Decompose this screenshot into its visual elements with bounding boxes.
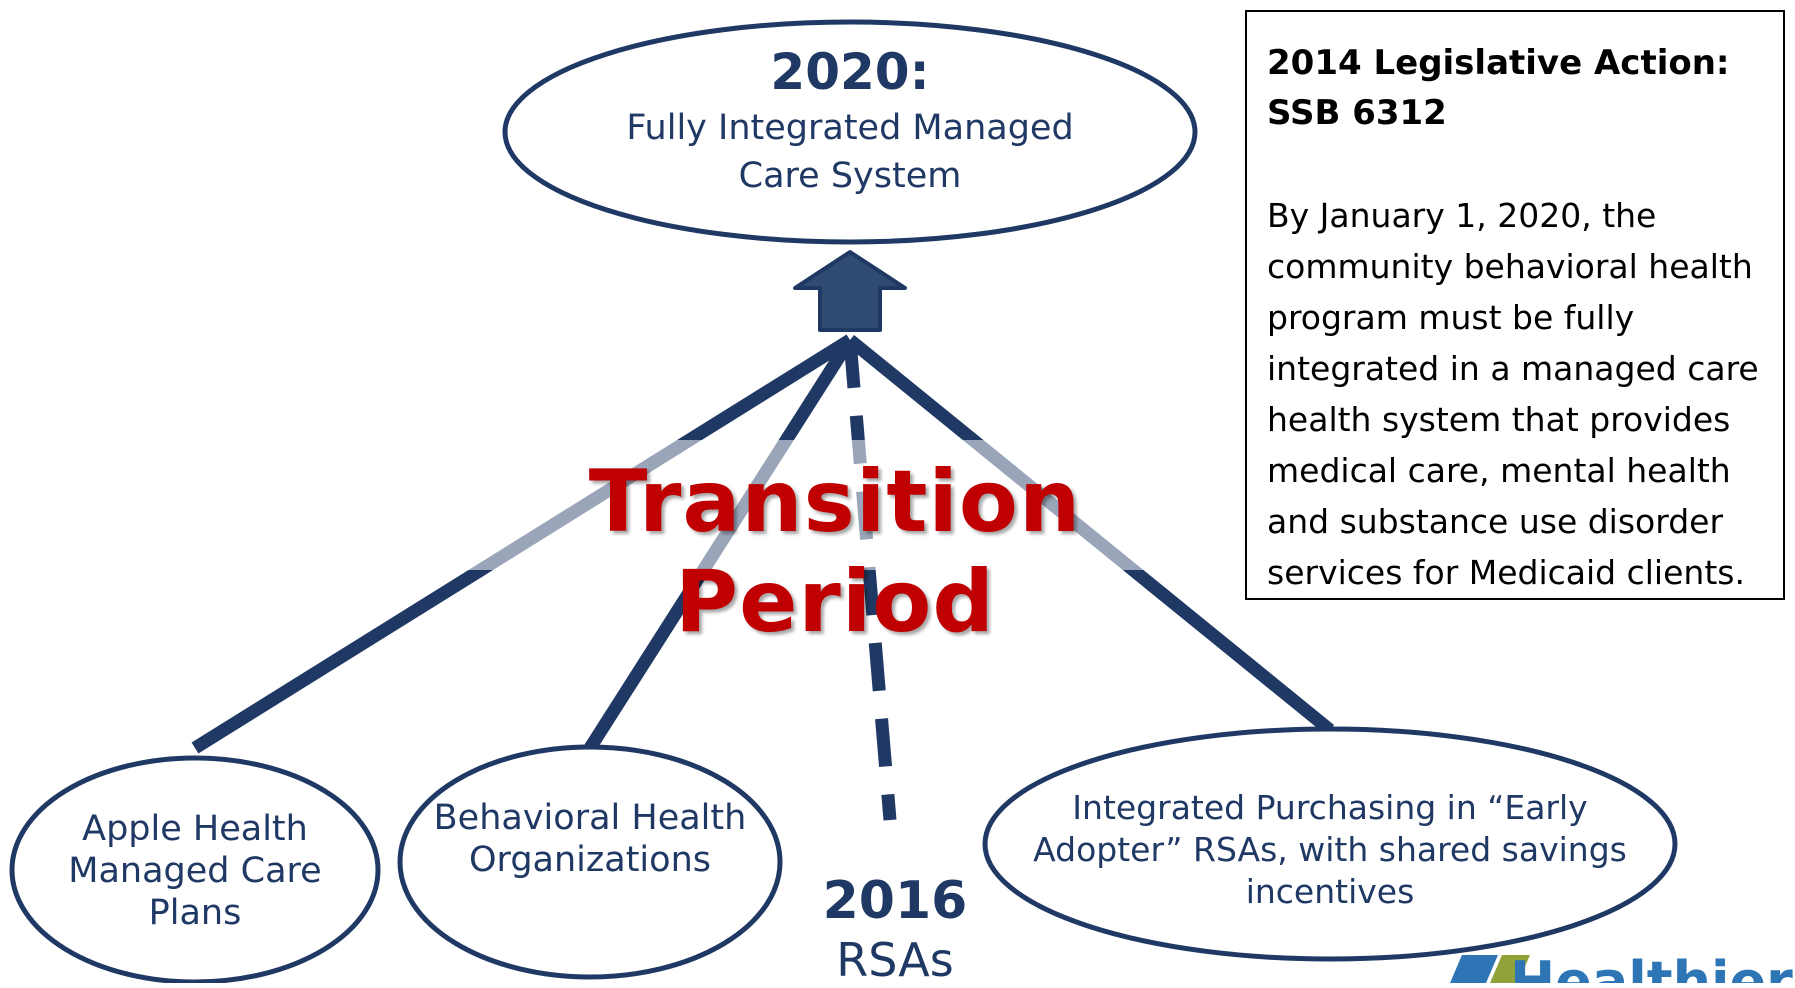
top-node-year: 2020: <box>770 43 930 101</box>
logo-green-bar-icon <box>1490 955 1530 983</box>
apple-node-ellipse <box>9 755 381 983</box>
rsa-year: 2016 <box>822 871 968 931</box>
apple-health-node-label: Apple Health Managed Care Plans <box>68 809 322 933</box>
up-arrow-icon <box>793 250 907 332</box>
legislation-heading: 2014 Legislative Action: SSB 6312 <box>1267 43 1730 133</box>
rsa-text: RSAs <box>836 933 954 987</box>
integrated-purchasing-node-label: Integrated Purchasing in “Early Adopter”… <box>1033 788 1627 911</box>
logo-blue-bar-icon <box>1450 955 1498 983</box>
healthier-logo: Healthier <box>1430 950 1795 984</box>
transition-banner <box>440 440 1240 570</box>
legislation-callout: 2014 Legislative Action: SSB 6312 By Jan… <box>1245 10 1785 600</box>
rsa-label: 2016 RSAs <box>800 870 990 988</box>
connector-rsa-dashed <box>843 339 897 821</box>
integrated-node-ellipse <box>982 726 1678 962</box>
behavioral-health-node-label: Behavioral Health Organizations <box>433 798 747 880</box>
logo-text: Healthier <box>1510 950 1793 984</box>
top-node-text: 2020: Fully Integrated Managed Care Syst… <box>520 40 1180 200</box>
top-node-line1: Fully Integrated Managed <box>626 108 1074 148</box>
transition-period-title: Transition Period <box>588 452 1082 652</box>
top-node-ellipse <box>502 19 1198 245</box>
bho-node-ellipse <box>397 744 783 980</box>
legislation-body: By January 1, 2020, the community behavi… <box>1267 196 1759 592</box>
top-node-line2: Care System <box>738 156 962 196</box>
